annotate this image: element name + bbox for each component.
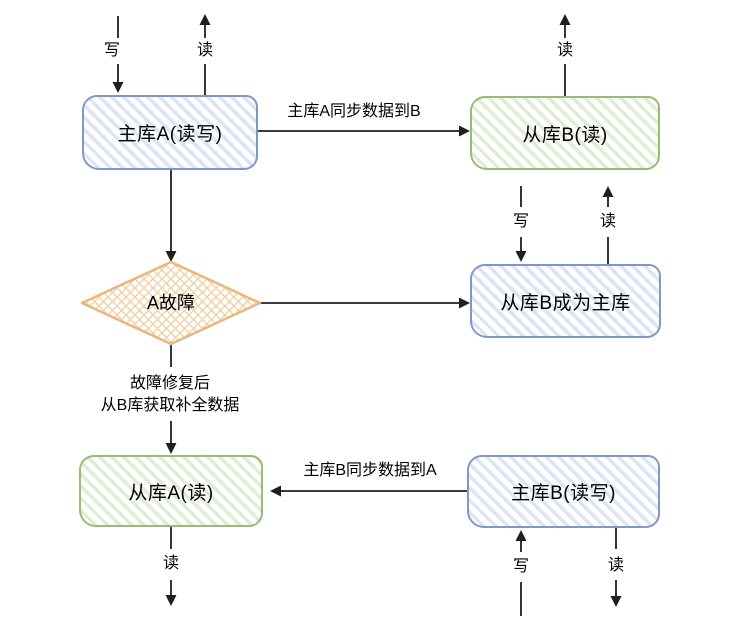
edge-write-into-master-a [112,16,124,93]
edge-label-repair-line1: 故障修复后 [129,375,210,392]
edge-master-a-to-failure [165,170,177,262]
arrowhead-up [559,14,571,25]
edge-read-from-slave-b [559,14,571,96]
node-master-b: 主库B(读写) [467,455,660,528]
edge-label-sync-a-to-b: 主库A同步数据到B [287,103,421,120]
arrowhead-down [165,443,177,454]
node-master-b-label: 主库B(读写) [511,483,616,504]
edge-write-into-master-b [515,530,527,616]
node-master-a: 主库A(读写) [82,95,258,170]
port-label-write-promoted: 写 [512,213,530,230]
port-label-write-master-a: 写 [103,42,121,59]
arrowhead-down [165,595,177,606]
arrowhead-right [459,297,470,309]
port-label-read-slave-a: 读 [162,555,180,572]
node-slave-a: 从库A(读) [79,455,263,527]
port-label-read-promoted: 读 [599,213,617,230]
arrowhead-down [515,251,527,262]
edge-failure-to-slave-a [165,344,177,454]
edge-read-from-master-b [610,528,622,607]
arrowhead-right [459,125,470,137]
edge-read-from-promoted [602,186,614,264]
arrowhead-up [515,530,527,541]
node-slave-b-promoted-label: 从库B成为主库 [500,292,631,314]
port-label-read-master-a: 读 [196,42,214,59]
node-failure-label: A故障 [146,293,196,313]
arrowhead-up [602,186,614,197]
arrowhead-left [270,485,281,497]
edge-label-repair-line2: 从B库获取补全数据 [100,397,240,414]
node-slave-b-promoted: 从库B成为主库 [470,264,661,338]
edge-failure-to-promoted [260,297,470,309]
edge-label-sync-b-to-a: 主库B同步数据到A [303,462,437,479]
port-label-write-master-b: 写 [512,558,530,575]
port-label-read-slave-b: 读 [556,42,574,59]
edge-label-repair: 故障修复后 从B库获取补全数据 [101,373,240,417]
node-slave-a-label: 从库A(读) [128,482,214,504]
edge-read-from-master-a [199,14,211,95]
arrowhead-down [165,251,177,262]
arrowhead-up [199,14,211,25]
arrowhead-down [112,82,124,93]
node-slave-b: 从库B(读) [470,96,660,170]
node-master-a-label: 主库A(读写) [117,124,223,145]
edge-write-into-promoted [515,186,527,262]
node-slave-b-label: 从库B(读) [522,124,608,146]
edge-read-from-slave-a [165,527,177,606]
arrowhead-down [610,596,622,607]
edge-sync-master-a-to-slave-b [258,125,470,137]
port-label-read-master-b: 读 [607,557,625,574]
edge-sync-master-b-to-slave-a [270,485,467,497]
node-failure-diamond [80,260,262,346]
